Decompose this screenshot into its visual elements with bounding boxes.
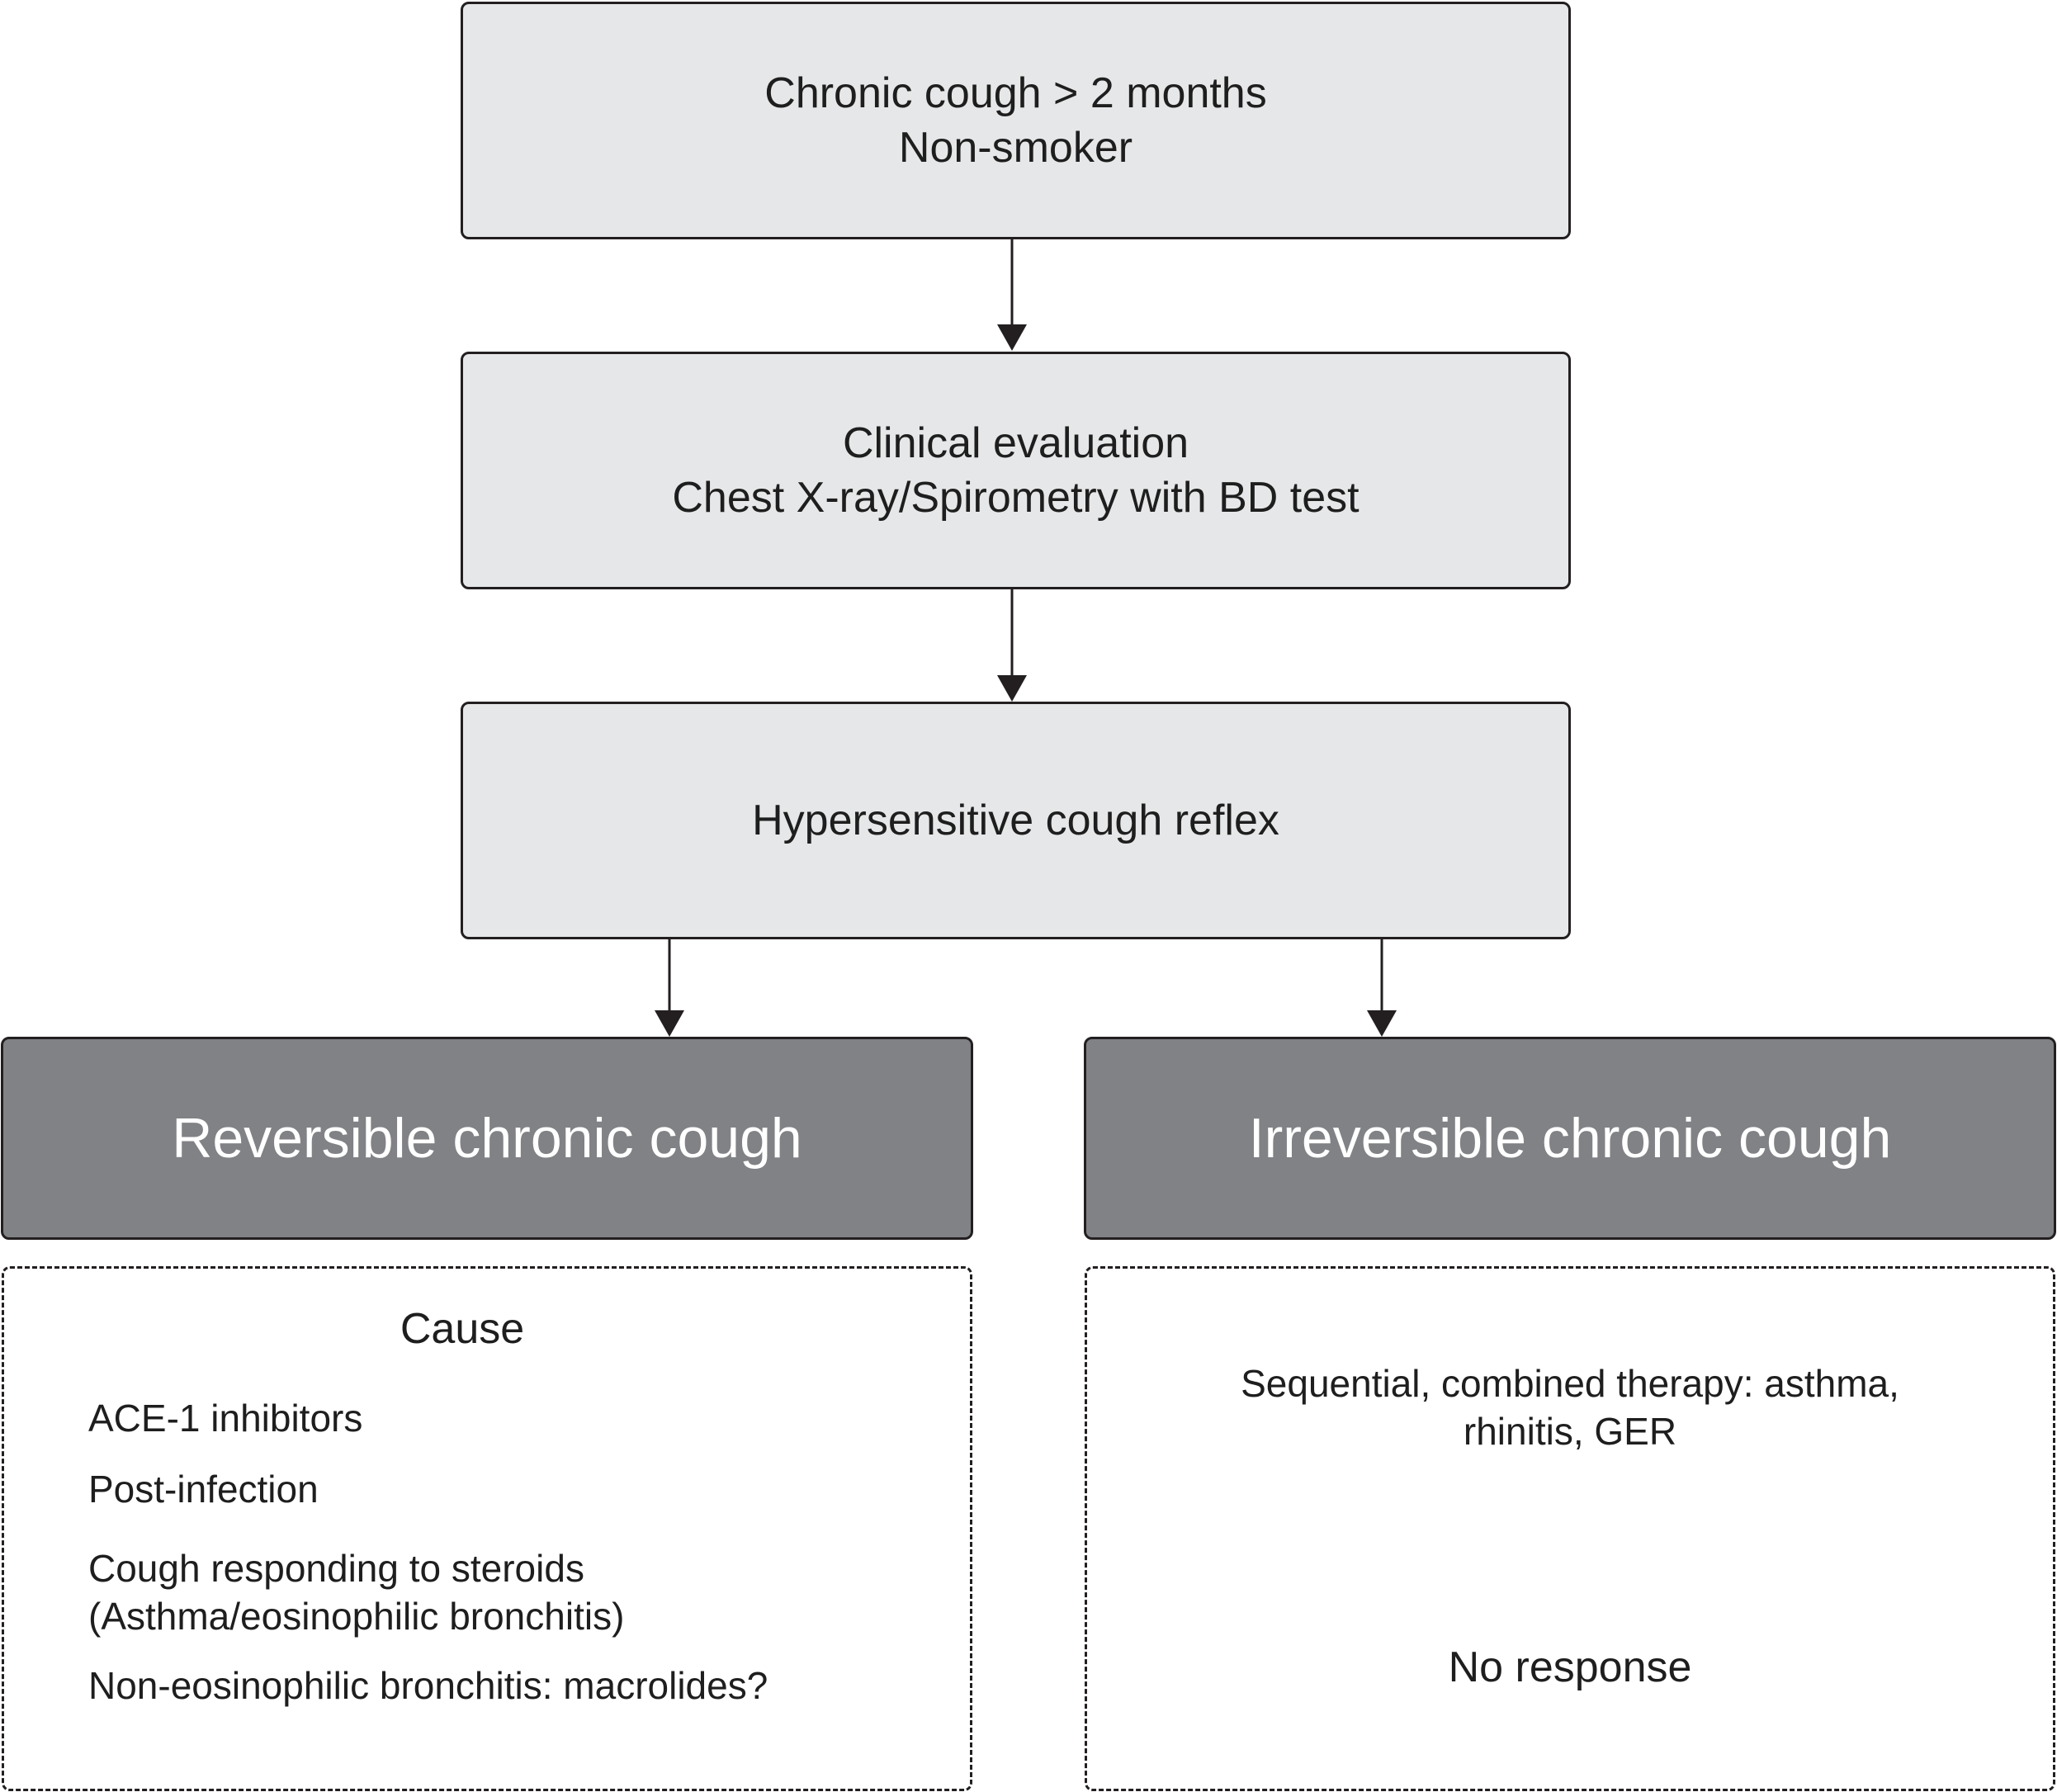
- chest-xray-spirometry-line: Chest X-ray/Spirometry with BD test: [672, 474, 1360, 522]
- arrowhead-4: [1367, 1010, 1397, 1037]
- arrowhead-3: [655, 1010, 684, 1037]
- irreversible-cough-box: Irreversible chronic cough: [1084, 1037, 2056, 1240]
- hypersensitive-reflex-label: Hypersensitive cough reflex: [752, 797, 1279, 844]
- irreversible-therapy-panel: Sequential, combined therapy: asthma, rh…: [1085, 1266, 2055, 1791]
- chronic-cough-line: Chronic cough > 2 months: [764, 69, 1267, 117]
- reversible-causes-panel: Cause ACE-1 inhibitors Post-infection Co…: [2, 1266, 972, 1791]
- clinical-evaluation-box: Clinical evaluation Chest X-ray/Spiromet…: [461, 352, 1571, 589]
- therapy-line-2: rhinitis, GER: [1463, 1410, 1677, 1453]
- reversible-cough-box: Reversible chronic cough: [1, 1037, 973, 1240]
- therapy-line-1: Sequential, combined therapy: asthma,: [1241, 1362, 1899, 1405]
- irreversible-cough-title: Irreversible chronic cough: [1248, 1107, 1892, 1170]
- arrowhead-1: [997, 324, 1027, 351]
- hypersensitive-reflex-box: Hypersensitive cough reflex: [461, 702, 1571, 939]
- clinical-evaluation-line: Clinical evaluation: [842, 419, 1189, 467]
- reversible-cough-title: Reversible chronic cough: [172, 1107, 802, 1170]
- cause-heading: Cause: [400, 1305, 525, 1353]
- cause-item-non-eosinophilic: Non-eosinophilic bronchitis: macrolides?: [88, 1664, 768, 1707]
- cause-item-ace-inhibitors: ACE-1 inhibitors: [88, 1397, 363, 1440]
- no-response-label: No response: [1448, 1643, 1692, 1691]
- non-smoker-line: Non-smoker: [898, 124, 1133, 172]
- arrowhead-2: [997, 675, 1027, 702]
- cause-item-steroid-responsive: Cough responding to steroids: [88, 1547, 584, 1590]
- cause-item-steroid-responsive-detail: (Asthma/eosinophilic bronchitis): [88, 1595, 625, 1638]
- cause-item-post-infection: Post-infection: [88, 1468, 319, 1511]
- chronic-cough-box: Chronic cough > 2 months Non-smoker: [461, 2, 1571, 239]
